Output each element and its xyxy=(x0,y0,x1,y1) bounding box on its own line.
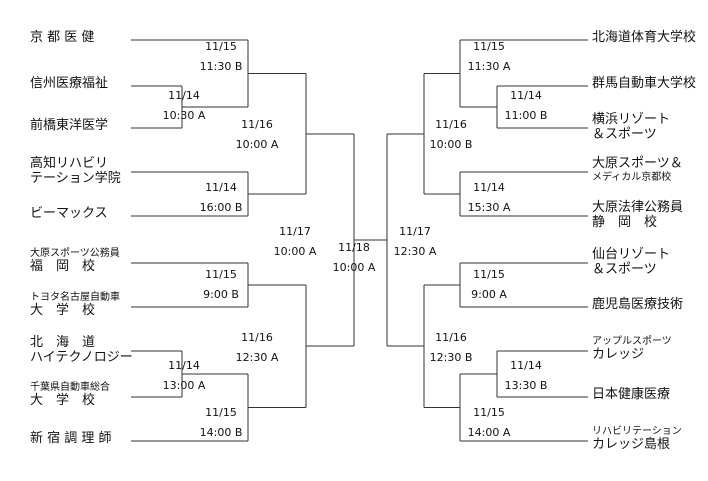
team-name-line: 鹿児島医療技術 xyxy=(592,297,684,312)
team-left-9: 千葉県自動車総合大 学 校 xyxy=(30,382,110,408)
team-right-1: 北海道体育大学校 xyxy=(592,30,697,46)
team-name-line: 大原法律公務員 xyxy=(592,200,684,215)
match-time: 10:00 A xyxy=(235,138,279,151)
match-date: 11/17 xyxy=(399,225,431,238)
match-date: 11/14 xyxy=(168,89,200,102)
team-right-7: 鹿児島医療技術 xyxy=(592,297,684,313)
team-name-line: 仙台リゾート xyxy=(592,247,671,262)
match-time: 14:00 A xyxy=(467,426,511,439)
match-date: 11/16 xyxy=(241,118,273,131)
team-left-8: 北 海 道ハイテクノロジー xyxy=(30,335,133,366)
team-name-line: 群馬自動車大学校 xyxy=(592,76,697,91)
match-time: 9:00 A xyxy=(471,288,507,301)
match-date: 11/14 xyxy=(205,181,237,194)
team-left-6: 大原スポーツ公務員福 岡 校 xyxy=(30,248,120,274)
team-right-3: 横浜リゾート＆スポーツ xyxy=(592,112,671,143)
team-right-2: 群馬自動車大学校 xyxy=(592,76,697,92)
team-name-line: 千葉県自動車総合 xyxy=(30,382,110,393)
team-name-line: 大原スポーツ＆ xyxy=(592,156,683,171)
match-time: 10:00 B xyxy=(429,138,473,151)
team-name-line: トヨタ名古屋自動車 xyxy=(30,292,120,303)
match-time: 10:30 A xyxy=(162,109,206,122)
match-time: 10:00 A xyxy=(273,245,317,258)
team-name-line: リハビリテーション xyxy=(592,426,682,437)
team-name-line: 大 学 校 xyxy=(30,302,96,318)
match-date: 11/17 xyxy=(279,225,311,238)
team-left-7: トヨタ名古屋自動車大 学 校 xyxy=(30,292,120,318)
team-name-line: ＆スポーツ xyxy=(592,126,657,142)
match-time: 14:00 B xyxy=(199,426,243,439)
match-date: 11/15 xyxy=(205,406,237,419)
team-left-4: 高知リハビリテーション学院 xyxy=(30,156,121,187)
team-name-line: 北海道体育大学校 xyxy=(592,30,697,45)
team-name-line: メディカル京都校 xyxy=(592,171,672,183)
team-name-line: 高知リハビリ xyxy=(30,156,109,171)
team-name-line: ＆スポーツ xyxy=(592,261,657,277)
team-name-line: 前橋東洋医学 xyxy=(30,118,109,133)
team-right-4: 大原スポーツ＆メディカル京都校 xyxy=(592,156,683,183)
match-date: 11/16 xyxy=(435,118,467,131)
match-time: 11:30 A xyxy=(467,60,511,73)
match-time: 13:30 B xyxy=(504,379,548,392)
team-name-line: 京 都 医 健 xyxy=(30,30,95,45)
team-name-line: アップルスポーツ xyxy=(592,336,672,347)
team-left-5: ビーマックス xyxy=(30,206,108,222)
team-name-line: テーション学院 xyxy=(30,170,121,186)
team-name-line: 北 海 道 xyxy=(30,335,96,350)
team-left-10: 新 宿 調 理 師 xyxy=(30,431,112,447)
match-date: 11/16 xyxy=(241,331,273,344)
team-left-1: 京 都 医 健 xyxy=(30,30,95,46)
team-right-8: アップルスポーツカレッジ xyxy=(592,336,672,362)
team-name-line: 横浜リゾート xyxy=(592,112,671,127)
match-time: 12:30 A xyxy=(235,351,279,364)
match-time: 9:00 B xyxy=(203,288,239,301)
team-name-line: 新 宿 調 理 師 xyxy=(30,431,112,446)
match-time: 13:00 A xyxy=(162,379,206,392)
team-name-line: 大原スポーツ公務員 xyxy=(30,248,120,259)
match-date: 11/14 xyxy=(168,359,200,372)
team-name-line: 信州医療福祉 xyxy=(30,76,109,91)
match-date: 11/15 xyxy=(205,268,237,281)
team-right-5: 大原法律公務員静 岡 校 xyxy=(592,200,684,231)
match-time: 11:00 B xyxy=(504,109,548,122)
match-time: 16:00 B xyxy=(199,201,243,214)
match-date: 11/15 xyxy=(473,268,505,281)
team-name-line: 日本健康医療 xyxy=(592,387,671,402)
team-name-line: 大 学 校 xyxy=(30,392,96,408)
match-date: 11/15 xyxy=(473,406,505,419)
team-name-line: ビーマックス xyxy=(30,206,108,221)
match-date: 11/14 xyxy=(510,89,542,102)
match-date: 11/14 xyxy=(510,359,542,372)
team-name-line: カレッジ xyxy=(592,346,645,362)
team-left-3: 前橋東洋医学 xyxy=(30,118,109,134)
team-name-line: 福 岡 校 xyxy=(30,258,96,274)
match-date: 11/15 xyxy=(473,40,505,53)
match-date: 11/15 xyxy=(205,40,237,53)
match-time: 12:30 B xyxy=(429,351,473,364)
match-date: 11/18 xyxy=(338,241,370,254)
team-name-line: 静 岡 校 xyxy=(592,214,658,230)
match-time: 12:30 A xyxy=(393,245,437,258)
team-right-10: リハビリテーションカレッジ島根 xyxy=(592,426,682,452)
team-right-9: 日本健康医療 xyxy=(592,387,671,403)
match-time: 11:30 B xyxy=(199,60,243,73)
team-name-line: ハイテクノロジー xyxy=(30,349,133,365)
match-time: 10:00 A xyxy=(332,261,376,274)
match-date: 11/14 xyxy=(473,181,505,194)
team-right-6: 仙台リゾート＆スポーツ xyxy=(592,247,671,278)
team-left-2: 信州医療福祉 xyxy=(30,76,109,92)
team-name-line: カレッジ島根 xyxy=(592,436,671,452)
match-date: 11/16 xyxy=(435,331,467,344)
match-time: 15:30 A xyxy=(467,201,511,214)
